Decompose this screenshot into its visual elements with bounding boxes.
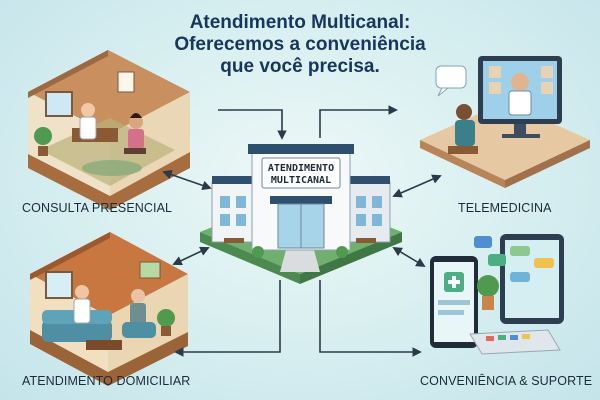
arrow-center-to-suporte-bottom: [319, 280, 422, 357]
hospital-building-illustration: ATENDIMENTO MULTICANAL: [200, 144, 402, 284]
title-line-1: Atendimento Multicanal:: [189, 12, 411, 33]
arrow-consulta-center: [162, 169, 212, 191]
title-line-3: que você precisa.: [220, 56, 380, 77]
arrow-center-domiciliar: [172, 246, 210, 266]
label-consulta-presencial: CONSULTA PRESENCIAL: [22, 201, 173, 215]
arrow-center-to-domiciliar-bottom: [174, 280, 281, 357]
arrow-title-to-center: [218, 109, 287, 140]
label-conveniencia-suporte: CONVENIÊNCIA & SUPORTE: [420, 374, 593, 388]
clinic-room-illustration: [28, 50, 190, 210]
diagram-title: Atendimento Multicanal: Oferecemos a con…: [0, 12, 600, 78]
arrow-center-to-telemedicina: [319, 105, 398, 138]
arrow-center-suporte: [392, 247, 426, 267]
building-sign-line2: MULTICANAL: [271, 175, 331, 186]
telemedicine-illustration: [420, 56, 590, 188]
label-atendimento-domiciliar: ATENDIMENTO DOMICILIAR: [22, 374, 191, 388]
label-telemedicina: TELEMEDICINA: [458, 201, 552, 215]
arrow-center-telemedicina: [392, 174, 442, 198]
smartphone-tablet-illustration: [430, 234, 564, 355]
building-sign-line1: ATENDIMENTO: [268, 163, 334, 174]
home-visit-illustration: [30, 232, 188, 386]
title-line-2: Oferecemos a conveniência: [174, 34, 426, 55]
